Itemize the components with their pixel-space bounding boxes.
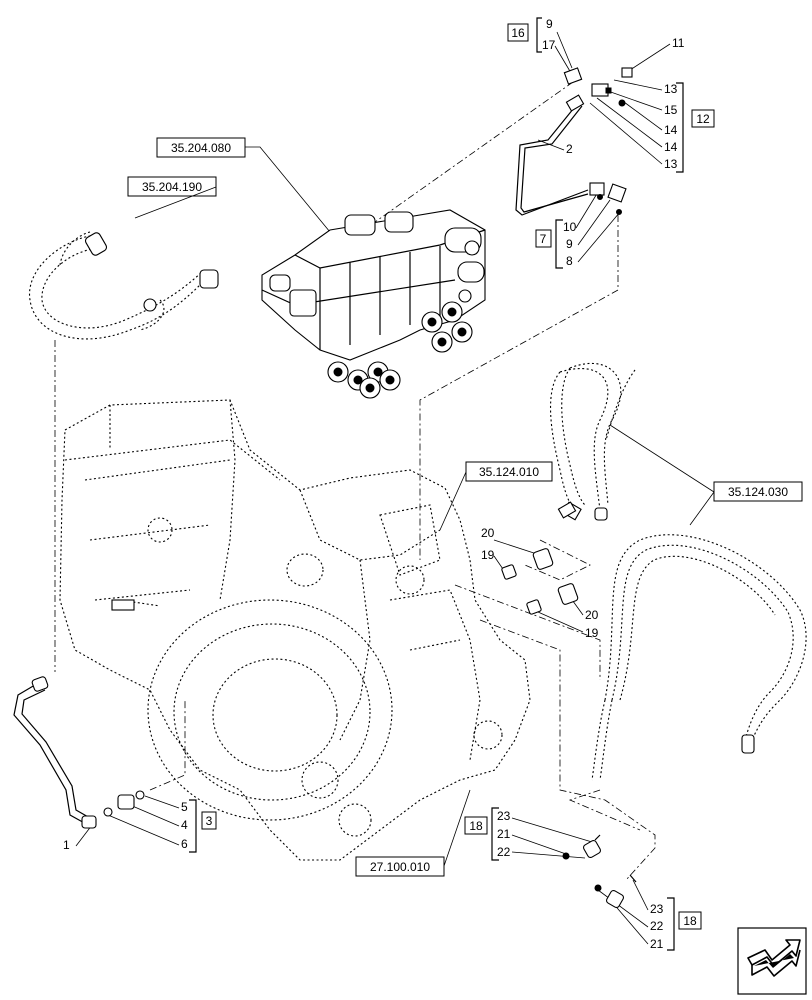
part-number-11[interactable]: 11 [672,36,685,50]
bracket [189,799,197,853]
part-number-20[interactable]: 20 [481,526,495,540]
bracket [667,897,675,951]
adapters-19-20 [501,501,579,615]
group-box-18a[interactable]: 18 [464,816,488,835]
part-number-23[interactable]: 23 [497,809,511,823]
group-label: 12 [696,112,710,126]
part-number-9[interactable]: 9 [546,17,553,31]
bracket [676,82,684,173]
group-label: 7 [540,232,547,246]
group-label: 3 [206,814,213,828]
elbow-icon [605,889,625,909]
tee-fitting-icon [563,67,583,85]
hose-fitting-icon [594,507,608,521]
nameplate [111,599,135,611]
leader [245,146,331,233]
assembly-lines [54,81,656,881]
part-number-20[interactable]: 20 [585,608,599,622]
group-label: 18 [683,914,697,928]
ref-box-hose-left[interactable]: 35.204.190 [127,176,217,197]
cap-icon [621,67,633,78]
part-number-13[interactable]: 13 [664,157,678,171]
part-number-6[interactable]: 6 [181,837,188,851]
leader [609,424,715,493]
leader [443,789,471,867]
fitting-icon [117,794,135,810]
part-number-21[interactable]: 21 [497,827,511,841]
pipe-1-assembly [13,676,145,829]
bracket [536,17,542,53]
part-number-14[interactable]: 14 [664,140,678,154]
group-box-18b[interactable]: 18 [678,911,702,930]
part-number-22[interactable]: 22 [650,919,664,933]
part-number-17[interactable]: 17 [542,38,556,52]
group-box-12[interactable]: 12 [691,109,715,128]
part-number-21[interactable]: 21 [650,937,664,951]
group-box-16[interactable]: 16 [507,23,529,42]
part-number-4[interactable]: 4 [181,818,188,832]
part-leaders [75,31,671,945]
pipe-assembly-upper [515,67,633,216]
next-page-arrow-icon[interactable] [737,927,807,995]
part-number-10[interactable]: 10 [563,220,577,234]
hose-fitting-icon [199,269,219,289]
part-number-1[interactable]: 1 [63,838,70,852]
ref-label: 35.124.010 [479,465,539,479]
ref-label: 27.100.010 [370,860,430,874]
solenoid-icon [457,261,485,283]
part-number-19[interactable]: 19 [481,548,495,562]
part-number-5[interactable]: 5 [181,800,188,814]
leader [689,491,715,526]
leader [134,186,217,219]
pipe-end-icon [81,815,97,829]
ref-box-hoses-right[interactable]: 35.124.030 [713,481,803,502]
group-label: 16 [511,26,525,40]
fittings-21-22-23 [562,834,637,909]
part-number-2[interactable]: 2 [566,142,573,156]
part-number-19[interactable]: 19 [585,626,599,640]
group-box-3[interactable]: 3 [201,811,217,830]
leader [439,471,467,531]
part-number-9[interactable]: 9 [566,237,573,251]
hose-fitting-icon [741,734,755,754]
group-box-7[interactable]: 7 [535,229,552,248]
valve-block [261,209,486,399]
ref-box-housing-top[interactable]: 35.124.010 [465,461,553,482]
part-number-8[interactable]: 8 [566,254,573,268]
bracket [491,807,499,861]
part-number-15[interactable]: 15 [664,103,678,117]
bracket [555,219,563,269]
group-label: 18 [469,819,483,833]
elbow-icon [582,839,602,859]
part-number-22[interactable]: 22 [497,845,511,859]
part-number-23[interactable]: 23 [650,902,664,916]
part-number-14[interactable]: 14 [664,123,678,137]
transmission-housing [59,399,531,861]
hose-left [29,231,219,340]
hose-fitting-icon [84,232,108,256]
ref-box-valve-block[interactable]: 35.204.080 [156,137,246,158]
ref-label: 35.204.190 [142,180,202,194]
ref-label: 35.204.080 [171,141,231,155]
part-number-13[interactable]: 13 [664,82,678,96]
ref-label: 35.124.030 [728,485,788,499]
pipe-end-icon [31,676,49,692]
elbow-fitting-icon [607,183,627,203]
hoses-right [549,362,807,781]
adapter-icon [557,583,579,605]
ref-box-housing-bottom[interactable]: 27.100.010 [355,856,445,877]
adapter-icon [532,548,554,570]
